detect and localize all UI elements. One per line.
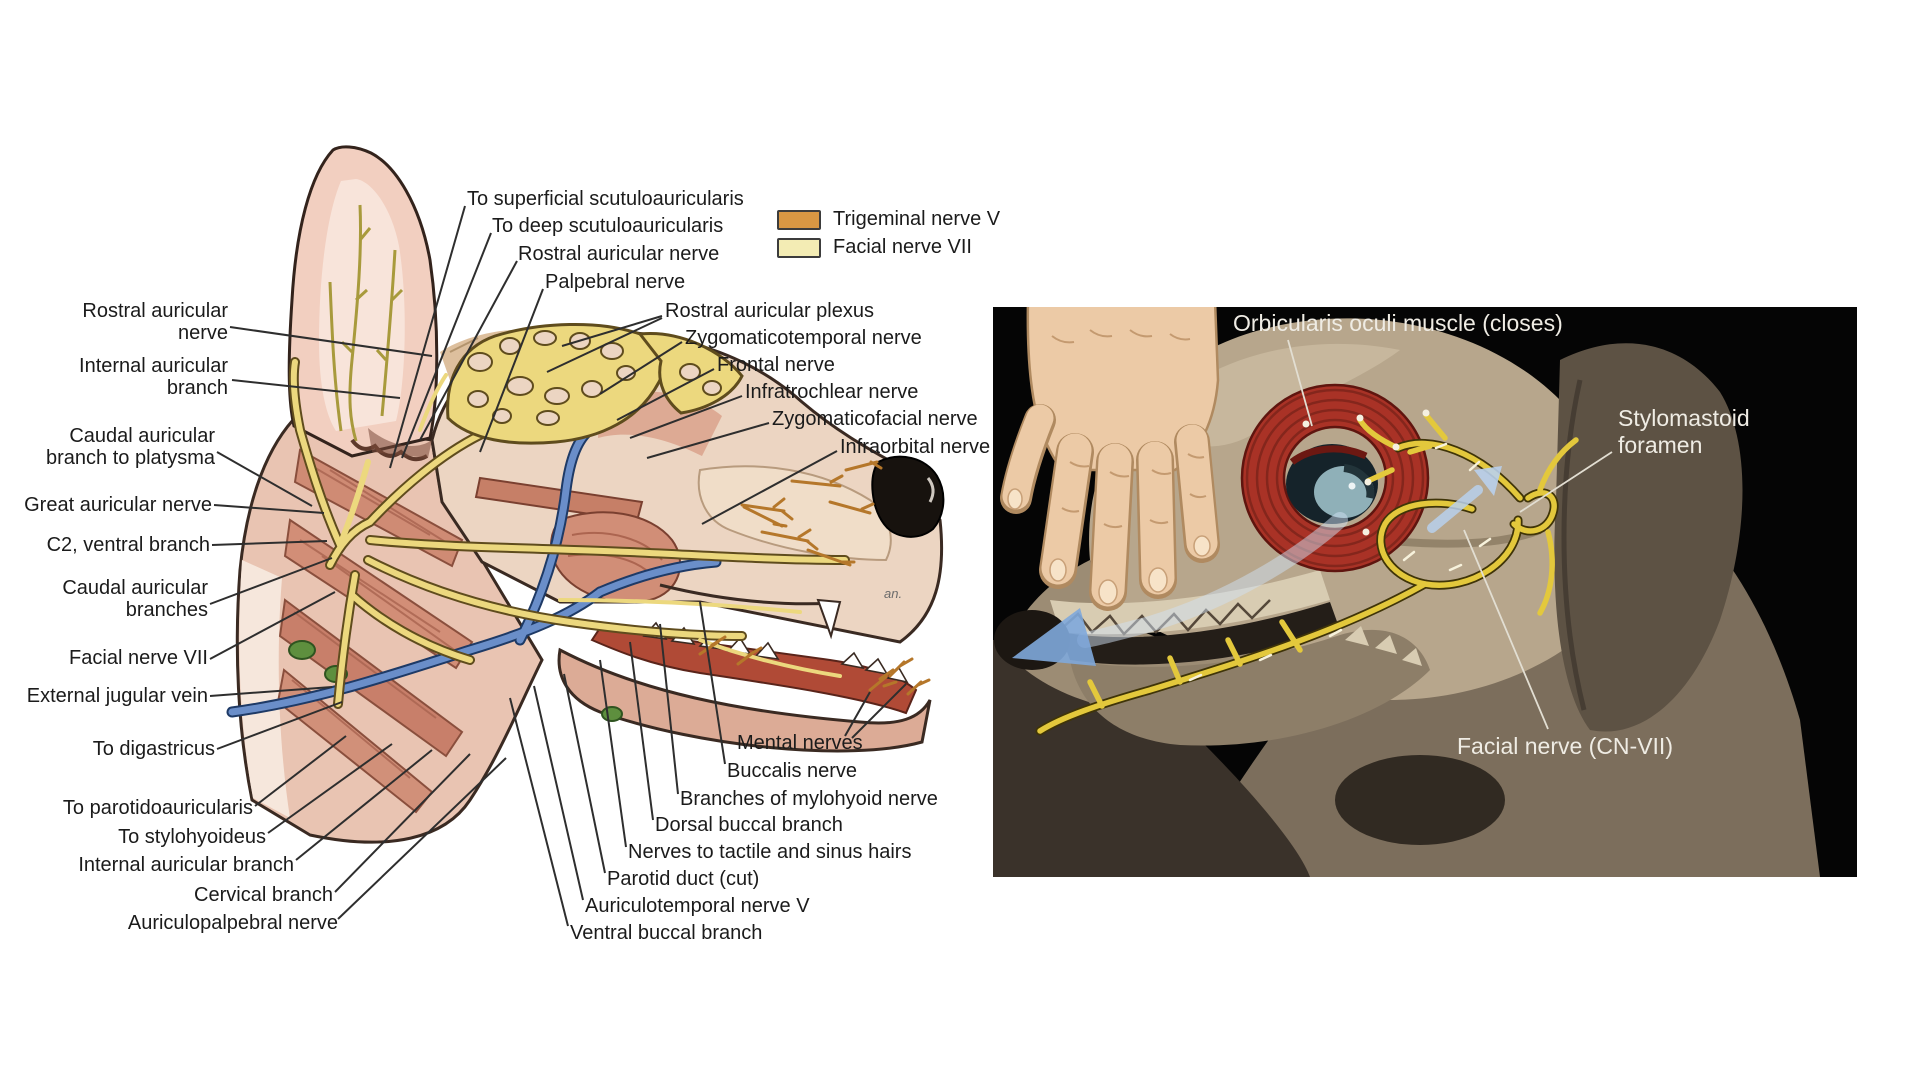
- label-nerves-to-tactile-and-sinus-hairs: Nerves to tactile and sinus hairs: [628, 841, 912, 863]
- legend-item-facial: Facial nerve VII: [777, 236, 972, 259]
- label-buccalis-nerve: Buccalis nerve: [727, 760, 858, 782]
- label-caudal-auricular-branches: Caudal auricular branches: [62, 577, 208, 622]
- label-to-parotidoauricularis: To parotidoauricularis: [62, 797, 253, 819]
- canine-dissection-illustration: [226, 145, 945, 844]
- label-auriculopalpebral-nerve: Auriculopalpebral nerve: [127, 912, 338, 934]
- label-cervical-branch: Cervical branch: [194, 884, 333, 906]
- legend-label-facial: Facial nerve VII: [833, 236, 972, 258]
- artist-signature: an.: [884, 586, 903, 601]
- legend-label-trigeminal: Trigeminal nerve V: [833, 208, 1001, 230]
- label-palpebral-nerve: Palpebral nerve: [545, 271, 686, 293]
- facial-nerve-render-panel: [993, 307, 1857, 877]
- label-great-auricular-nerve: Great auricular nerve: [24, 494, 212, 516]
- label-facial-nerve-cn-vii: Facial nerve (CN-VII): [1457, 733, 1673, 759]
- label-zygomaticofacial-nerve: Zygomaticofacial nerve: [772, 408, 978, 430]
- trigeminal-color-swatch: [777, 209, 821, 230]
- label-mental-nerves: Mental nerves: [737, 732, 863, 754]
- label-c2-ventral-branch: C2, ventral branch: [46, 534, 210, 556]
- label-facial-nerve-vii: Facial nerve VII: [69, 647, 208, 669]
- label-to-superficial-scutuloauricularis: To superficial scutuloauricularis: [467, 188, 744, 210]
- label-zygomaticotemporal-nerve: Zygomaticotemporal nerve: [685, 327, 922, 349]
- label-external-jugular-vein: External jugular vein: [26, 685, 208, 707]
- label-infraorbital-nerve: Infraorbital nerve: [840, 436, 991, 458]
- label-internal-auricular-branch-2: Internal auricular branch: [78, 854, 294, 876]
- label-orbicularis-oculi-muscle: Orbicularis oculi muscle (closes): [1233, 310, 1563, 336]
- legend-item-trigeminal: Trigeminal nerve V: [777, 208, 1000, 231]
- leader-lines: [209, 205, 907, 927]
- label-stylomastoid-foramen: Stylomastoid foramen: [1618, 405, 1750, 459]
- label-ventral-buccal-branch: Ventral buccal branch: [570, 922, 763, 944]
- label-dorsal-buccal-branch: Dorsal buccal branch: [655, 814, 843, 836]
- label-caudal-auricular-branch-to-platysma: Caudal auricular branch to platysma: [46, 425, 215, 470]
- label-branches-of-mylohyoid-nerve: Branches of mylohyoid nerve: [680, 788, 938, 810]
- label-rostral-auricular-nerve-top: Rostral auricular nerve: [518, 243, 720, 265]
- label-frontal-nerve: Frontal nerve: [717, 354, 835, 376]
- label-to-stylohyoideus: To stylohyoideus: [118, 826, 266, 848]
- label-to-deep-scutuloauricularis: To deep scutuloauricularis: [492, 215, 724, 237]
- label-rostral-auricular-nerve: Rostral auricular nerve: [82, 300, 228, 345]
- label-auriculotemporal-nerve-v: Auriculotemporal nerve V: [585, 895, 810, 917]
- facial-color-swatch: [777, 237, 821, 258]
- label-internal-auricular-branch: Internal auricular branch: [79, 355, 228, 400]
- label-rostral-auricular-plexus: Rostral auricular plexus: [665, 300, 874, 322]
- label-infratrochlear-nerve: Infratrochlear nerve: [745, 381, 919, 403]
- label-to-digastricus: To digastricus: [92, 738, 215, 760]
- label-parotid-duct-cut: Parotid duct (cut): [607, 868, 760, 890]
